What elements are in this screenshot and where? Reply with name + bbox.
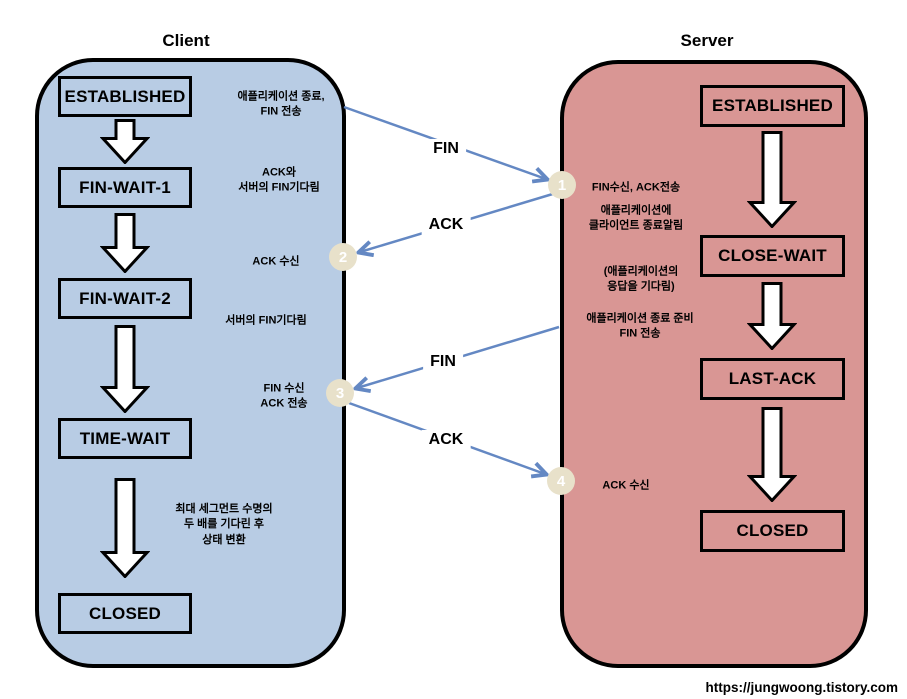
down-arrow-icon bbox=[100, 119, 150, 164]
message-label-fin-1: FIN bbox=[426, 139, 466, 159]
message-label-ack-4: ACK bbox=[421, 430, 471, 450]
message-label-fin-3: FIN bbox=[423, 352, 463, 372]
down-arrow-icon bbox=[100, 325, 150, 413]
server-annotation-notify-app: 애플리케이션에 클라이언트 종료알림 bbox=[588, 204, 684, 232]
server-title: Server bbox=[680, 31, 734, 50]
client-annotation-ack-received: ACK 수신 bbox=[252, 255, 300, 268]
client-state-time-wait: TIME-WAIT bbox=[58, 418, 192, 459]
step-badge-2: 2 bbox=[329, 243, 357, 271]
server-state-established: ESTABLISHED bbox=[700, 85, 845, 127]
client-annotation-fin-recv-ack-send: FIN 수신 ACK 전송 bbox=[260, 382, 308, 410]
server-state-closed: CLOSED bbox=[700, 510, 845, 552]
server-state-last-ack: LAST-ACK bbox=[700, 358, 845, 400]
server-state-close-wait: CLOSE-WAIT bbox=[700, 235, 845, 277]
client-annotation-wait-ack-fin: ACK와 서버의 FIN기다림 bbox=[238, 166, 320, 194]
step-badge-4: 4 bbox=[547, 467, 575, 495]
step-badge-3: 3 bbox=[326, 379, 354, 407]
client-panel bbox=[35, 58, 346, 668]
server-annotation-ack-received: ACK 수신 bbox=[602, 479, 650, 492]
client-state-fin-wait-2: FIN-WAIT-2 bbox=[58, 278, 192, 319]
client-title: Client bbox=[162, 31, 210, 50]
down-arrow-icon bbox=[747, 282, 797, 350]
client-annotation-wait-server-fin: 서버의 FIN기다림 bbox=[225, 314, 307, 327]
server-annotation-app-close-fin-send: 애플리케이션 종료 준비 FIN 전송 bbox=[586, 312, 694, 340]
client-state-established: ESTABLISHED bbox=[58, 76, 192, 117]
down-arrow-icon bbox=[747, 407, 797, 502]
client-annotation-msl-wait: 최대 세그먼트 수명의 두 배를 기다린 후 상태 변환 bbox=[175, 502, 273, 546]
watermark-url: https://jungwoong.tistory.com bbox=[705, 680, 898, 695]
client-annotation-app-close-fin: 애플리케이션 종료, FIN 전송 bbox=[237, 90, 325, 118]
down-arrow-icon bbox=[100, 478, 150, 578]
server-panel bbox=[560, 60, 868, 668]
client-state-fin-wait-1: FIN-WAIT-1 bbox=[58, 167, 192, 208]
client-state-closed: CLOSED bbox=[58, 593, 192, 634]
server-annotation-wait-app-response: (애플리케이션의 응답을 기다림) bbox=[603, 265, 679, 293]
down-arrow-icon bbox=[747, 131, 797, 228]
message-label-ack-2: ACK bbox=[421, 215, 471, 235]
server-annotation-fin-recv-ack-send: FIN수신, ACK전송 bbox=[591, 181, 681, 194]
step-badge-1: 1 bbox=[548, 171, 576, 199]
down-arrow-icon bbox=[100, 213, 150, 273]
